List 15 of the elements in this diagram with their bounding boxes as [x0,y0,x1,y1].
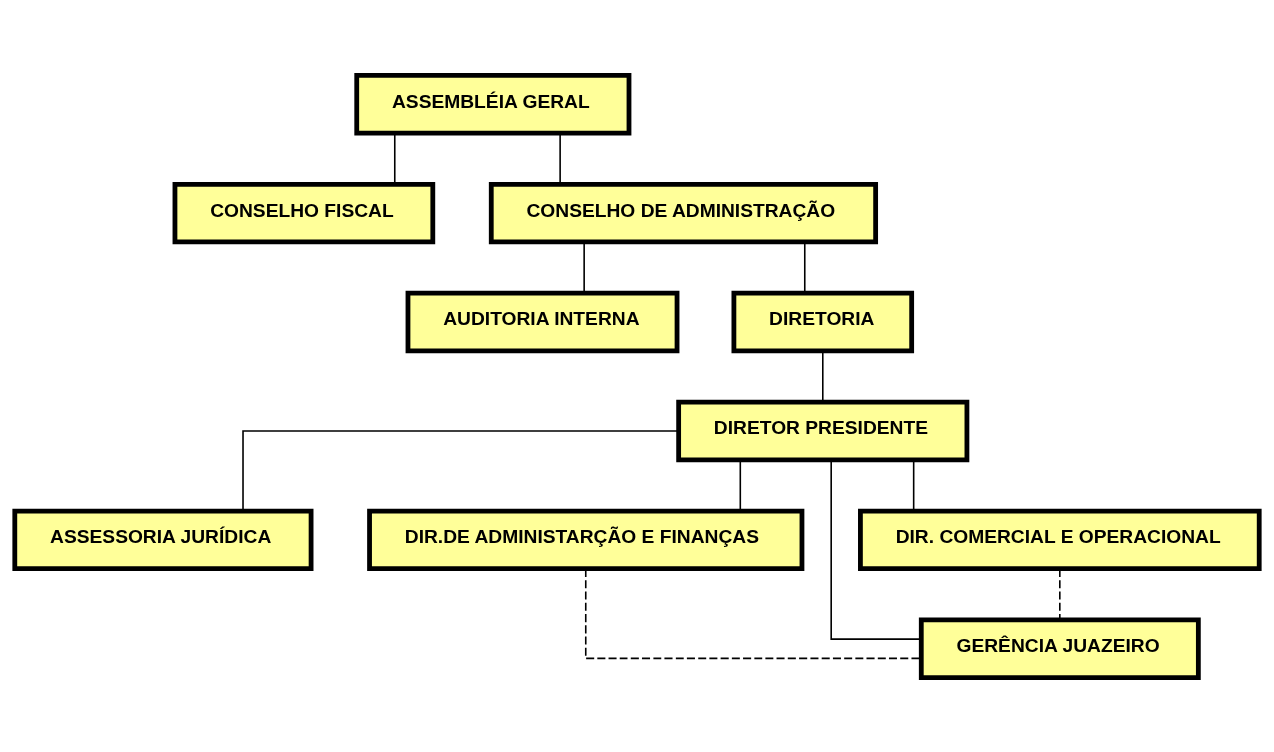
node-box: ASSESSORIA JURÍDICA [12,508,314,571]
node-box: CONSELHO FISCAL [172,181,436,244]
node-box: DIR. COMERCIAL E OPERACIONAL [858,508,1262,571]
connector [242,429,679,511]
node-box: ASSEMBLÉIA GERAL [354,72,632,135]
connector [803,241,806,294]
node-box: AUDITORIA INTERNA [405,290,680,353]
connector [393,132,396,185]
node-box: DIR.DE ADMINISTARÇÃO E FINANÇAS [367,508,805,571]
node-box: CONSELHO DE ADMINISTRAÇÃO [488,181,879,244]
node-box: DIRETOR PRESIDENTE [676,399,970,462]
node-box: DIRETORIA [731,290,915,353]
node-box: GERÊNCIA JUAZEIRO [918,617,1201,680]
connector [583,241,585,294]
connector [559,132,561,185]
